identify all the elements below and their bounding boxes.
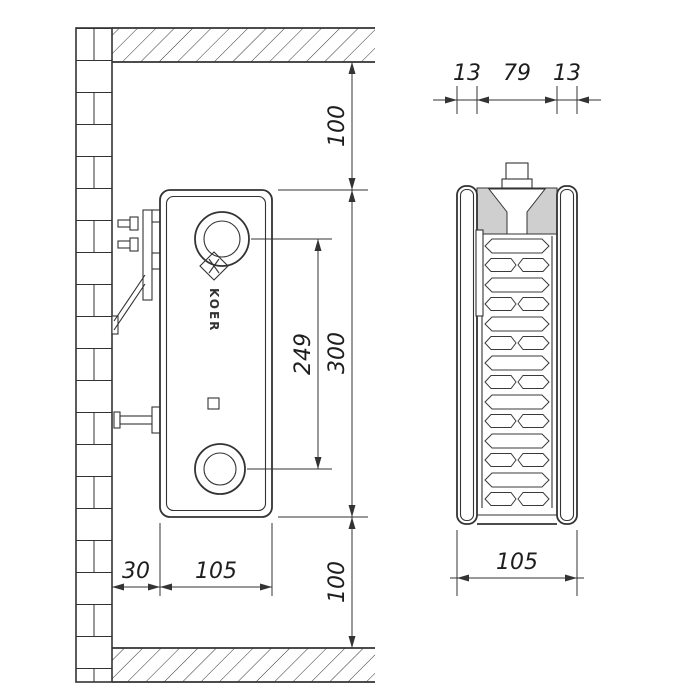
mounting-bracket-upper [111,209,162,335]
left-side-panel [456,185,478,525]
dimension-front-bottom: 105 [450,530,584,596]
radiator-side-view: KOER [159,189,273,518]
dim-connection-spacing: 249 [291,333,316,375]
dim-depth: 105 [195,559,237,584]
floor-section-hatch [112,647,375,683]
air-vent-plug [505,162,529,181]
dim-radiator-height: 300 [325,332,350,374]
dim-wall-gap: 30 [122,559,150,584]
mounting-bracket-lower [113,406,161,434]
bottom-connection-port [194,443,246,495]
dimension-vertical-chain: 100 300 100 [278,62,368,648]
ceiling-section-hatch [112,27,375,63]
dim-bottom-clearance: 100 [325,561,350,603]
radiator-front-view [456,162,578,525]
brand-logo-text: KOER [207,288,221,332]
radiator-detail-square [207,397,220,410]
dimension-front-top: 13 79 13 [433,61,601,114]
dim-top-clearance: 100 [325,105,350,147]
right-side-panel [556,185,578,525]
dimension-connection-spacing: 249 [247,238,332,470]
bracket-bar-section [475,229,484,317]
top-connection-port [194,211,250,267]
dim-core-width: 79 [503,61,531,86]
brand-logo: KOER [199,251,229,332]
dimension-bottom-horizontal: 30 105 [112,523,273,596]
convector-fins [482,236,552,508]
brick-wall [75,27,113,683]
dim-right-wall-thickness: 13 [553,61,581,86]
dim-left-wall-thickness: 13 [453,61,481,86]
dim-front-width: 105 [496,550,538,575]
